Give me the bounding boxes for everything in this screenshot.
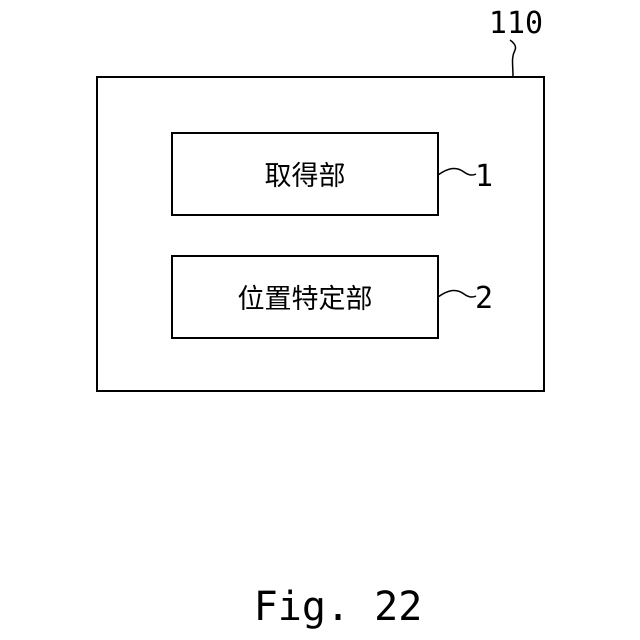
ref-number-outer: 110 xyxy=(489,6,543,41)
ref-number-1: 1 xyxy=(475,159,493,194)
figure-caption: Fig. 22 xyxy=(254,584,423,630)
leader-line-outer xyxy=(510,40,516,77)
position-identification-unit-label: 位置特定部 xyxy=(238,284,373,315)
acquisition-unit-label: 取得部 xyxy=(265,161,346,192)
outer-device-block xyxy=(97,77,544,391)
ref-number-2: 2 xyxy=(475,281,493,316)
